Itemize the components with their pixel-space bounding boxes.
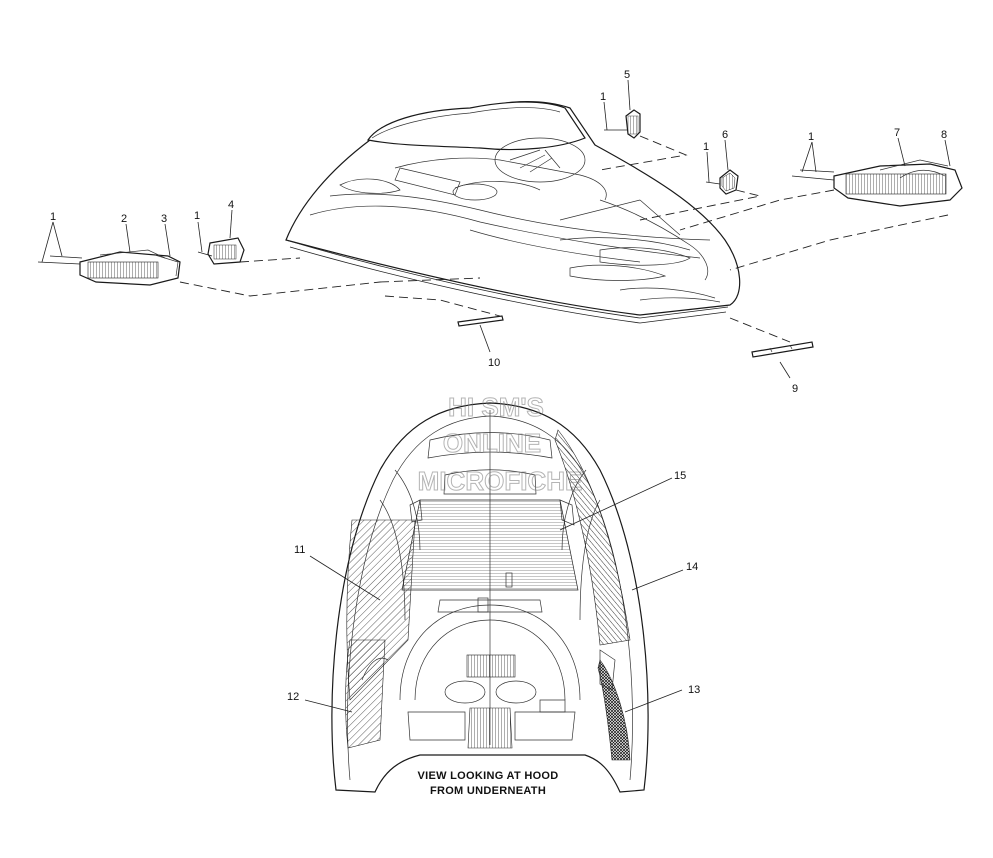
caption-line-2: FROM UNDERNEATH bbox=[430, 785, 546, 797]
callout-12: 12 bbox=[287, 691, 299, 703]
callout-1-right: 1 bbox=[808, 131, 814, 143]
callout-14: 14 bbox=[686, 561, 698, 573]
watermark-line-2: ONLINE bbox=[443, 428, 541, 458]
watermark-line-1: HI SM'S bbox=[448, 392, 544, 422]
callout-4: 4 bbox=[228, 199, 234, 211]
callout-5: 5 bbox=[624, 69, 630, 81]
callout-1-top: 1 bbox=[600, 91, 606, 103]
callout-9: 9 bbox=[792, 383, 798, 395]
leader-lines bbox=[41, 79, 951, 713]
callout-7: 7 bbox=[894, 127, 900, 139]
callout-11: 11 bbox=[294, 544, 305, 556]
hood-top-view bbox=[285, 101, 741, 324]
assembly-lines bbox=[37, 129, 949, 343]
caption-line-1: VIEW LOOKING AT HOOD bbox=[417, 770, 558, 782]
callout-1-left: 1 bbox=[194, 210, 200, 222]
callout-13: 13 bbox=[688, 684, 700, 696]
callout-3: 3 bbox=[161, 213, 167, 225]
strip-parts bbox=[457, 315, 814, 358]
callout-1-far-left: 1 bbox=[50, 211, 56, 223]
callout-15: 15 bbox=[674, 470, 686, 482]
callout-2: 2 bbox=[121, 213, 127, 225]
right-vent-assembly bbox=[625, 109, 963, 207]
view-caption: VIEW LOOKING AT HOOD FROM UNDERNEATH bbox=[417, 770, 558, 797]
callout-numbers: 1 2 3 1 4 5 1 6 1 1 7 8 9 10 11 12 13 14… bbox=[50, 69, 947, 703]
callout-1-mid-right: 1 bbox=[703, 141, 709, 153]
left-vent-assembly bbox=[79, 237, 245, 286]
watermark: HI SM'S ONLINE MICROFICHE bbox=[417, 392, 583, 497]
watermark-line-3: MICROFICHE bbox=[418, 466, 583, 496]
callout-8: 8 bbox=[941, 129, 947, 141]
hood-underside-view bbox=[331, 402, 649, 793]
callout-10: 10 bbox=[488, 357, 500, 369]
callout-6: 6 bbox=[722, 129, 728, 141]
